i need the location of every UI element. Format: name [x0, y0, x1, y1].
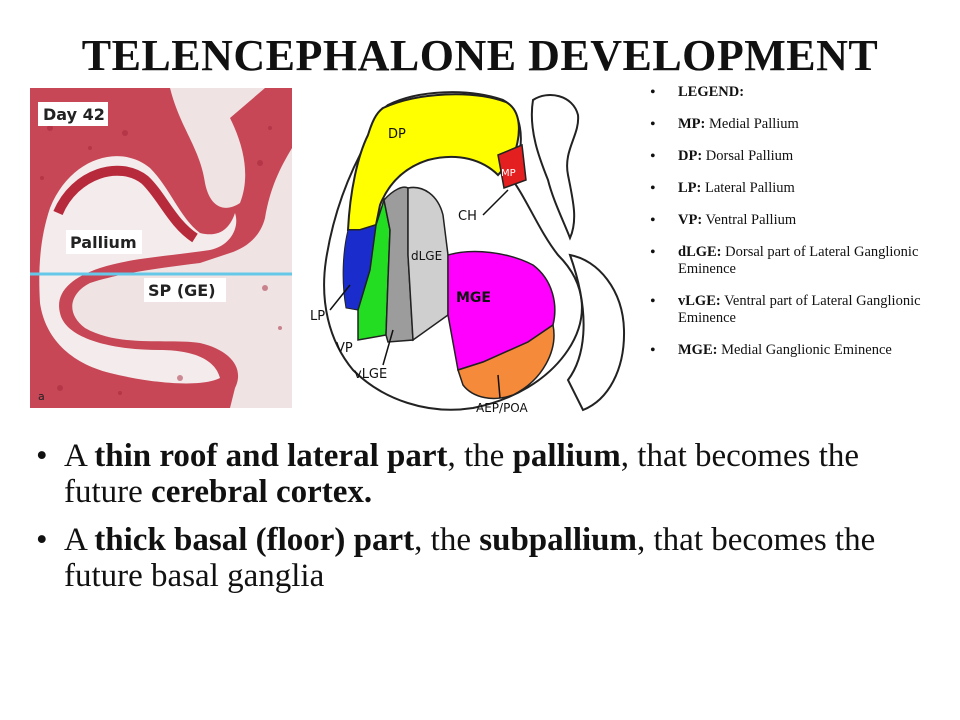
- day-label: Day 42: [43, 105, 105, 124]
- bullet-subpallium: A thick basal (floor) part, the subpalli…: [36, 522, 936, 594]
- pallium-label-box: [66, 230, 142, 254]
- legend-list: LEGEND: MP: Medial Pallium DP: Dorsal Pa…: [650, 84, 950, 374]
- region-aep-poa: [457, 323, 555, 400]
- label-vlge: vLGE: [354, 367, 387, 382]
- region-dp: [346, 93, 520, 231]
- label-lp: LP: [310, 309, 325, 324]
- bullet-pallium: A thin roof and lateral part, the palliu…: [36, 438, 936, 510]
- label-mge: MGE: [456, 290, 491, 306]
- histology-micrograph: Day 42 Pallium SP (GE) a: [30, 88, 292, 408]
- label-dlge: dLGE: [411, 249, 442, 263]
- ventricle-cavity: [39, 156, 237, 384]
- legend-item: dLGE: Dorsal part of Lateral Ganglionic …: [650, 244, 950, 278]
- pointer-lp: [329, 284, 351, 311]
- legend-item: LP: Lateral Pallium: [650, 180, 950, 197]
- corner-label: a: [38, 390, 45, 403]
- label-aep-poa: AEP/POA: [476, 401, 529, 415]
- telencephalon-schematic: DP MP CH dLGE MGE LP VP vLGE AEP/POA: [310, 91, 626, 415]
- label-vp: VP: [336, 341, 353, 356]
- tissue-texture: [40, 114, 282, 395]
- legend-item: MGE: Medial Ganglionic Eminence: [650, 342, 950, 359]
- label-mp: MP: [501, 168, 516, 179]
- day-label-box: [38, 102, 108, 126]
- midline-structure-upper: [530, 94, 580, 241]
- midline-structure-lower: [566, 253, 626, 412]
- pallium-wall: [53, 165, 198, 243]
- legend-item: LEGEND:: [650, 84, 950, 101]
- region-dlge: [407, 186, 449, 342]
- legend-item: DP: Dorsal Pallium: [650, 148, 950, 165]
- pointer-vlge: [382, 329, 394, 366]
- legend-item: vLGE: Ventral part of Lateral Ganglionic…: [650, 293, 950, 327]
- sp-label: SP (GE): [148, 281, 216, 300]
- label-dp: DP: [388, 127, 406, 142]
- region-mp: [497, 143, 527, 190]
- label-ch: CH: [458, 209, 477, 224]
- pointer-ch: [482, 189, 509, 216]
- sp-label-box: [144, 278, 226, 302]
- region-vlge: [383, 186, 414, 343]
- legend-item: VP: Ventral Pallium: [650, 212, 950, 229]
- legend-item: MP: Medial Pallium: [650, 116, 950, 133]
- body-bullets: A thin roof and lateral part, the palliu…: [36, 438, 936, 606]
- pallium-label: Pallium: [70, 233, 137, 252]
- pointer-aep-poa: [497, 374, 501, 399]
- slide-title: TELENCEPHALONE DEVELOPMENT: [81, 31, 879, 80]
